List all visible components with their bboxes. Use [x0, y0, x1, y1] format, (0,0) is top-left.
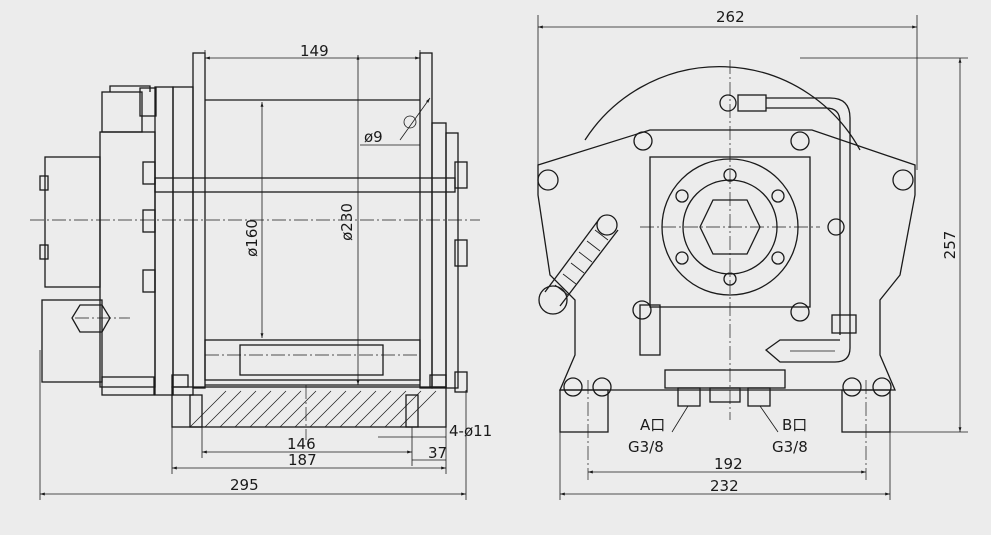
flange-bolt-4: [771, 189, 785, 203]
dim-label-232: 232: [710, 477, 739, 495]
dim-label-257: 257: [941, 231, 959, 260]
base-plate: [171, 374, 447, 428]
left-flange: [172, 86, 194, 396]
right-bolt-mid: [454, 239, 468, 267]
right-bolt-low: [454, 371, 468, 393]
port-a-label: A口: [640, 416, 665, 434]
drum: [154, 99, 456, 386]
foot-bolt-4: [872, 377, 892, 397]
foot-bolt-1: [563, 377, 583, 397]
port-b-fitting: [747, 387, 771, 407]
center-fitting: [709, 387, 741, 403]
dim-label-phi9: ø9: [364, 128, 383, 146]
front-view: 262 257 192 232 A口 G3/8 B口 G3/8: [537, 8, 968, 500]
front-housing: [537, 129, 916, 391]
hex-shaft: [699, 199, 761, 255]
dim-label-phi230: ø230: [338, 203, 356, 241]
bolt-top-right: [892, 169, 914, 191]
right-bearing-seat: [431, 122, 447, 389]
port-b-thread: G3/8: [772, 438, 808, 456]
right-cover: [445, 132, 459, 389]
valve-block: [664, 369, 786, 389]
dim-label-4phi11: 4-ø11: [449, 422, 492, 440]
hydraulic-pipe: [719, 94, 857, 363]
bolt-upper-right: [790, 131, 810, 151]
bolt-lower-left: [632, 300, 652, 320]
dim-label-phi160: ø160: [243, 219, 261, 257]
dim-label-146: 146: [287, 435, 316, 453]
left-foot: [559, 389, 609, 433]
side-view: 149 ø160 ø230 ø9 146 187 4-ø11 37 295: [30, 42, 492, 500]
flange-bolt-6: [771, 251, 785, 265]
left-mount-plate: [154, 86, 174, 396]
leader-port-b: [759, 405, 779, 433]
port-b-label: B口: [782, 416, 807, 434]
right-bolt-top: [454, 161, 468, 189]
bolt-mid-right: [827, 218, 845, 236]
flange-bolt-5: [675, 251, 689, 265]
dim-label-262: 262: [716, 8, 745, 26]
spring-brake: [538, 214, 619, 315]
bolt-upper-left: [633, 131, 653, 151]
dim-label-187: 187: [288, 451, 317, 469]
dim-label-295: 295: [230, 476, 259, 494]
bolt-top-left: [537, 169, 559, 191]
foot-bolt-2: [592, 377, 612, 397]
bolt-lower-right: [790, 302, 810, 322]
port-a-thread: G3/8: [628, 438, 664, 456]
leader-port-a: [671, 405, 689, 433]
dim-label-192: 192: [714, 455, 743, 473]
dim-label-149: 149: [300, 42, 329, 60]
foot-bolt-3: [842, 377, 862, 397]
left-drum-flange: [192, 52, 206, 389]
flange-bolt-3: [675, 189, 689, 203]
hole-phi9: [403, 115, 417, 129]
port-a-fitting: [677, 387, 701, 407]
dim-label-37: 37: [428, 444, 447, 462]
hydraulic-motor: [39, 85, 157, 396]
drum-arc: [584, 66, 861, 151]
